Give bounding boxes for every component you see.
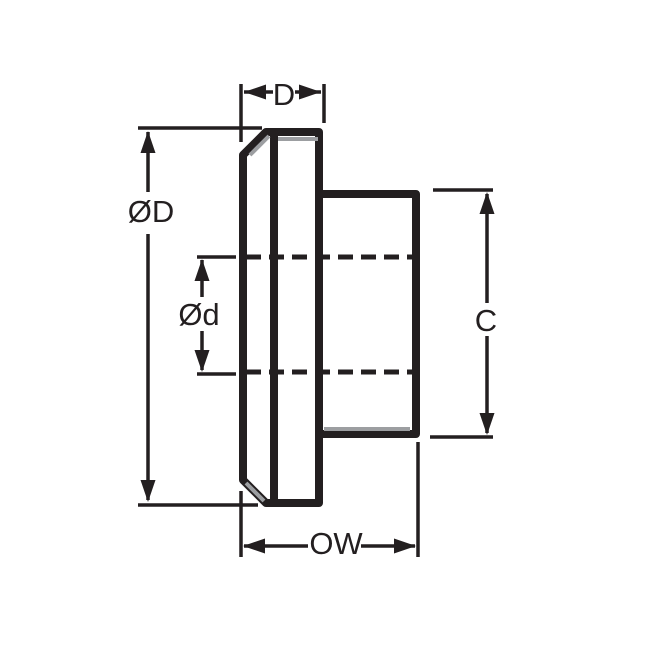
dimension-flange-width: D (239, 77, 326, 142)
dimension-flange-diameter: ØD (128, 126, 262, 507)
dimension-bore-diameter: Ød (178, 255, 236, 376)
bore-diameter-label: Ød (178, 297, 219, 332)
arrowhead-right (299, 84, 321, 100)
arrowhead-left (244, 84, 266, 100)
arrowhead-up (140, 131, 156, 153)
flange-width-label: D (273, 77, 295, 112)
flange-outline (239, 128, 323, 507)
dimension-body-length: C (430, 188, 497, 439)
arrowhead-up (479, 192, 495, 214)
body-length-label: C (475, 303, 497, 338)
bottom-chamfer-shadow (244, 481, 266, 503)
dimension-overall-width: OW (239, 442, 420, 561)
top-chamfer-shadow (248, 134, 271, 157)
arrowhead-down (194, 350, 210, 372)
arrowhead-down (140, 480, 156, 502)
arrowhead-up (194, 259, 210, 281)
arrowhead-down (479, 413, 495, 435)
arrowhead-right (394, 538, 416, 554)
arrowhead-left (243, 538, 265, 554)
shading-lines (244, 134, 410, 503)
overall-width-label: OW (309, 526, 363, 561)
hidden-bore-lines (246, 254, 418, 375)
barrel-outline (319, 190, 420, 438)
part-outline (239, 128, 420, 507)
flange-diameter-label: ØD (128, 194, 175, 229)
